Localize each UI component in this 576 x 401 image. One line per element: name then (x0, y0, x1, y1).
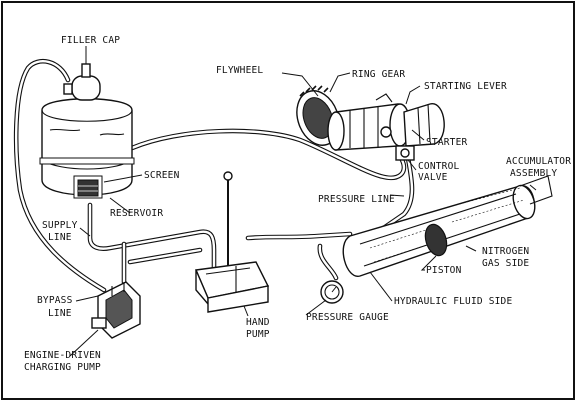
label-nitrogen-line2: GAS SIDE (482, 258, 529, 269)
label-accumulator-line2: ASSEMBLY (510, 168, 557, 179)
label-supply-line-line1: SUPPLY (42, 220, 78, 231)
label-charging-pump-line1: ENGINE-DRIVEN (24, 350, 101, 361)
hand-pump (194, 171, 270, 313)
label-filler-cap: FILLER CAP (61, 35, 120, 46)
label-bypass-line-line1: BYPASS (37, 295, 73, 306)
flywheel-ring-gear (296, 85, 340, 146)
label-nitrogen-line1: NITROGEN (482, 246, 529, 257)
label-reservoir: RESERVOIR (110, 208, 163, 219)
label-control-valve-line1: CONTROL (418, 161, 460, 172)
label-charging-pump-line2: CHARGING PUMP (24, 362, 101, 373)
engine-driven-charging-pump (91, 281, 141, 339)
label-pressure-gauge: PRESSURE GAUGE (306, 312, 389, 323)
starting-lever (403, 103, 445, 147)
label-piston: PISTON (426, 265, 462, 276)
screen (73, 175, 103, 199)
reservoir (39, 98, 135, 196)
piston (424, 223, 448, 257)
label-starter: STARTER (426, 137, 468, 148)
label-ring-gear: RING GEAR (352, 69, 405, 80)
hydraulic-lines (13, 58, 415, 293)
label-bypass-line-line2: LINE (48, 308, 72, 319)
label-accumulator-line1: ACCUMULATOR (506, 156, 571, 167)
label-flywheel: FLYWHEEL (216, 65, 263, 76)
control-valve (395, 145, 415, 161)
label-hand-pump-line1: HAND (246, 317, 270, 328)
label-control-valve-line2: VALVE (418, 172, 448, 183)
pressure-gauge (320, 280, 344, 304)
label-pressure-line: PRESSURE LINE (318, 194, 395, 205)
starter (327, 93, 411, 151)
label-hydraulic-fluid-side: HYDRAULIC FLUID SIDE (394, 296, 512, 307)
leader-lines (69, 46, 537, 357)
label-starting-lever: STARTING LEVER (424, 81, 507, 92)
label-supply-line-line2: LINE (48, 232, 72, 243)
label-screen: SCREEN (144, 170, 180, 181)
label-hand-pump-line2: PUMP (246, 329, 270, 340)
